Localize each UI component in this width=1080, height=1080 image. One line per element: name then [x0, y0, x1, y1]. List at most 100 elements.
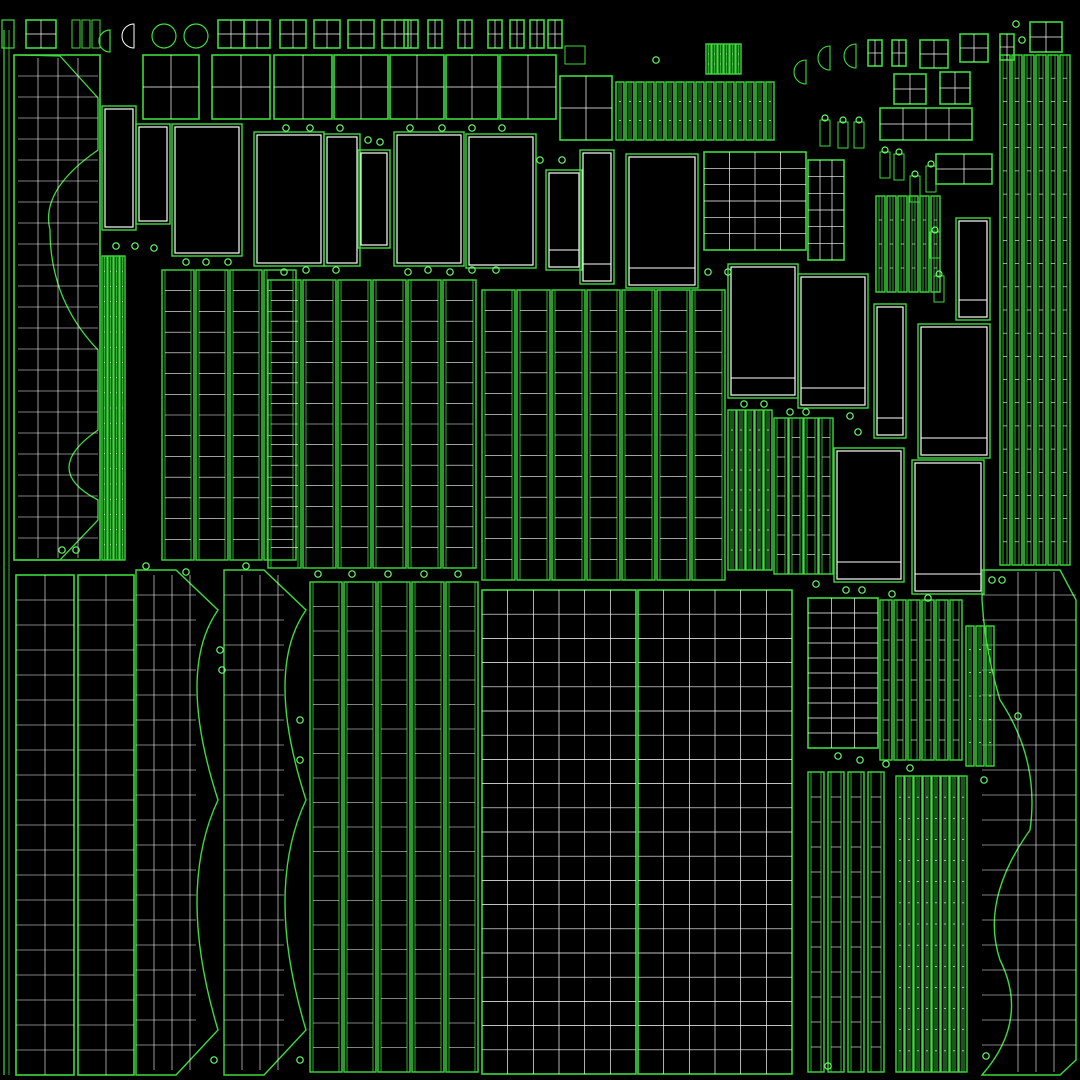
- uv-panel-inner: [958, 220, 988, 318]
- uv-column-island: [656, 289, 691, 581]
- uv-column-island: [827, 771, 845, 1073]
- uv-bolt-island: [881, 146, 889, 154]
- uv-slat-island: [765, 81, 775, 141]
- uv-bolt-island: [812, 580, 820, 588]
- uv-thin-strip: [763, 409, 773, 571]
- uv-panel-island: [465, 133, 537, 269]
- uv-thin-strip: [893, 599, 907, 761]
- uv-panel-inner: [730, 266, 796, 396]
- uv-column-island: [267, 279, 302, 569]
- uv-column-island: [516, 289, 551, 581]
- uv-bolt-island: [384, 570, 392, 578]
- uv-bolt-island: [446, 268, 454, 276]
- uv-thin-strip: [904, 775, 914, 1073]
- uv-thin-strip: [729, 43, 736, 75]
- uv-panel-island: [545, 169, 583, 271]
- uv-small-island: [1, 19, 15, 49]
- uv-panel-inner: [174, 126, 240, 254]
- uv-thin-strip: [736, 409, 746, 571]
- uv-half-disc-island: [817, 45, 831, 71]
- uv-disc-island: [183, 23, 209, 49]
- uv-column-island: [586, 289, 621, 581]
- uv-slat-island: [685, 81, 695, 141]
- uv-slat-island: [665, 81, 675, 141]
- uv-bolt-island: [855, 116, 863, 124]
- uv-panel-inner: [914, 462, 982, 592]
- uv-column-island: [411, 581, 445, 1073]
- uv-panel-island: [579, 149, 615, 285]
- uv-column-island: [621, 289, 656, 581]
- uv-bolt-island: [112, 242, 120, 250]
- uv-edge-column: [1059, 54, 1071, 566]
- uv-panel-inner: [138, 126, 168, 222]
- uv-panel-island: [911, 459, 985, 595]
- uv-bolt-island: [824, 1062, 832, 1070]
- uv-panel-island: [357, 149, 391, 249]
- uv-thin-strip: [907, 599, 921, 761]
- uv-column-island: [372, 279, 407, 569]
- uv-edge-column: [1023, 54, 1035, 566]
- uv-bolt-island: [424, 266, 432, 274]
- uv-thin-strip: [879, 599, 893, 761]
- uv-slat-island: [625, 81, 635, 141]
- uv-bolt-island: [906, 764, 914, 772]
- uv-bolt-island: [536, 156, 544, 164]
- uv-bolt-island: [882, 760, 890, 768]
- uv-thin-strip: [931, 775, 941, 1073]
- uv-bolt-island: [306, 124, 314, 132]
- uv-small-island: [91, 19, 101, 49]
- uv-disc-island: [151, 23, 177, 49]
- uv-thin-strip: [101, 255, 108, 561]
- uv-bolt-island: [406, 124, 414, 132]
- uv-panel-island: [135, 123, 171, 225]
- uv-thin-strip: [921, 599, 935, 761]
- uv-slat-island: [755, 81, 765, 141]
- uv-slat-island: [635, 81, 645, 141]
- uv-bolt-island: [282, 124, 290, 132]
- uv-small-island: [81, 19, 91, 49]
- uv-thin-strip: [913, 775, 923, 1073]
- uv-bolt-island: [998, 576, 1006, 584]
- uv-column-island: [481, 289, 516, 581]
- uv-bolt-island: [492, 266, 500, 274]
- uv-half-disc-island: [793, 59, 807, 85]
- uv-edge-column: [1035, 54, 1047, 566]
- uv-panel-inner: [920, 326, 988, 456]
- uv-thin-strip: [975, 625, 985, 767]
- uv-thin-strip: [875, 195, 886, 293]
- uv-slat-island: [655, 81, 665, 141]
- uv-bolt-island: [224, 258, 232, 266]
- uv-bolt-island: [210, 1056, 218, 1064]
- uv-small-fitting: [853, 121, 865, 149]
- uv-small-island: [71, 19, 81, 49]
- uv-bolt-island: [935, 270, 943, 278]
- uv-panel-inner: [256, 134, 322, 264]
- uv-column-island: [263, 269, 297, 561]
- uv-panel-island: [393, 131, 465, 267]
- uv-bolt-island: [982, 1052, 990, 1060]
- uv-small-fitting: [929, 231, 941, 259]
- uv-edge-column: [999, 54, 1011, 566]
- uv-slat-island: [615, 81, 625, 141]
- uv-bolt-island: [911, 170, 919, 178]
- uv-bolt-island: [846, 412, 854, 420]
- uv-column-island: [229, 269, 263, 561]
- uv-bolt-island: [296, 716, 304, 724]
- uv-bolt-island: [150, 244, 158, 252]
- uv-bolt-island: [348, 570, 356, 578]
- uv-panel-island: [833, 447, 905, 583]
- uv-bolt-island: [216, 646, 224, 654]
- uv-bolt-island: [760, 400, 768, 408]
- uv-thin-strip: [818, 417, 834, 575]
- uv-bolt-island: [72, 546, 80, 554]
- uv-slat-island: [705, 81, 715, 141]
- uv-small-fitting: [819, 119, 831, 147]
- uv-bolt-island: [927, 160, 935, 168]
- uv-thin-strip: [754, 409, 764, 571]
- uv-thin-strip: [773, 417, 789, 575]
- uv-bolt-island: [802, 408, 810, 416]
- uv-thin-strip: [940, 775, 950, 1073]
- uv-column-island: [377, 581, 411, 1073]
- uv-column-island: [867, 771, 885, 1073]
